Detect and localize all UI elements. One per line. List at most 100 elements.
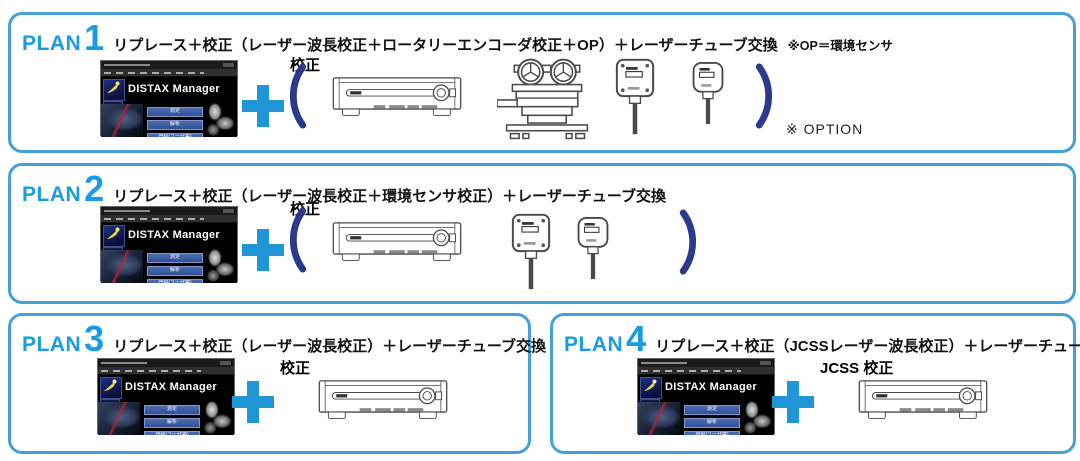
app-screenshot-slot: DISTAX Manager 測定 解析 登録(ユーザ等) (97, 358, 235, 435)
measure-button: 測定 (147, 253, 203, 263)
plan-1-header: PLAN 1 リプレース＋校正（レーザー波長校正＋ロータリーエンコーダ校正＋OP… (22, 20, 893, 56)
machine-photo-right (200, 399, 234, 435)
machine-photo-left (98, 402, 140, 435)
environment-sensor-small-drawing (577, 216, 609, 280)
calibration-label: 校正 (280, 360, 311, 377)
laser-unit-drawing (332, 77, 462, 117)
window-menubar (101, 69, 237, 77)
app-main-area: DISTAX Manager 測定 解析 登録(ユーザ等) (638, 375, 774, 435)
close-paren-icon (753, 63, 779, 129)
plan-2-header: PLAN 2 リプレース＋校正（レーザー波長校正＋環境センサ校正）＋レーザーチュ… (22, 171, 666, 207)
analyze-button: 解析 (147, 266, 203, 276)
analyze-button: 解析 (147, 120, 203, 130)
plan-4-header: PLAN 4 リプレース＋校正（JCSSレーザー波長校正）＋レーザーチューブ交換 (564, 321, 1080, 357)
register-button: 登録(ユーザ等) (147, 279, 203, 283)
machine-photo-right (203, 247, 237, 283)
app-main-area: DISTAX Manager 測定 解析 登録(ユーザ等) (98, 375, 234, 435)
app-screenshot-slot: DISTAX Manager 測定 解析 登録(ユーザ等) (637, 358, 775, 435)
app-screenshot-slot: DISTAX Manager 測定 解析 登録(ユーザ等) (100, 60, 238, 137)
rotary-encoder-illustration (497, 57, 597, 141)
app-main-area: DISTAX Manager 測定 解析 登録(ユーザ等) (101, 77, 237, 137)
plan-number: 4 (626, 318, 647, 359)
distax-brand-title: DISTAX Manager (125, 381, 218, 393)
app-button-column: 測定 解析 登録(ユーザ等) (147, 107, 203, 137)
close-parenthesis (679, 209, 696, 275)
plan-4-card: PLAN 4 リプレース＋校正（JCSSレーザー波長校正）＋レーザーチューブ交換… (550, 313, 1080, 454)
window-menubar (638, 367, 774, 375)
plan-3-card: PLAN 3 リプレース＋校正（レーザー波長校正）＋レーザーチューブ交換 DIS… (8, 313, 546, 454)
plan-title: リプレース＋校正（レーザー波長校正＋ロータリーエンコーダ校正＋OP）＋レーザーチ… (113, 37, 778, 54)
open-paren-icon (283, 63, 309, 129)
plan-1-card: PLAN 1 リプレース＋校正（レーザー波長校正＋ロータリーエンコーダ校正＋OP… (8, 12, 1076, 153)
environment-sensor-drawing (511, 213, 551, 290)
machine-photo-right (740, 399, 774, 435)
distax-manager-screenshot: DISTAX Manager 測定 解析 登録(ユーザ等) (97, 358, 235, 435)
register-button: 登録(ユーザ等) (147, 133, 203, 137)
measure-button: 測定 (144, 405, 200, 415)
laser-unit-drawing (318, 380, 448, 420)
plan-number: 3 (84, 318, 105, 359)
app-button-column: 測定 解析 登録(ユーザ等) (147, 253, 203, 283)
distax-logo-icon (100, 377, 122, 399)
window-titlebar (101, 207, 237, 215)
analyze-button: 解析 (684, 418, 740, 428)
environment-sensor-drawing (615, 58, 655, 135)
plan-label: PLAN (564, 333, 624, 356)
distax-brand-title: DISTAX Manager (128, 83, 221, 95)
environment-sensor-illustration (615, 58, 655, 136)
plan-number: 1 (84, 17, 105, 58)
distax-brand-title: DISTAX Manager (128, 229, 221, 241)
open-parenthesis (290, 207, 307, 273)
plan-label: PLAN (22, 32, 82, 55)
machine-photo-left (638, 402, 680, 435)
plan-number: 2 (84, 168, 105, 209)
plus-icon (242, 229, 284, 271)
plan-title: リプレース＋校正（レーザー波長校正＋環境センサ校正）＋レーザーチューブ交換 (113, 188, 666, 205)
distax-logo-icon (103, 79, 125, 101)
laser-unit-illustration (332, 75, 462, 121)
environment-sensor-illustration (511, 213, 551, 291)
distax-logo-icon (103, 225, 125, 247)
environment-sensor-small-illustration (691, 61, 725, 126)
machine-photo-right (203, 101, 237, 137)
plan-title: リプレース＋校正（レーザー波長校正）＋レーザーチューブ交換 (113, 338, 546, 355)
window-titlebar (638, 359, 774, 367)
close-parenthesis (755, 63, 772, 129)
register-button: 登録(ユーザ等) (684, 431, 740, 435)
distax-brand-title: DISTAX Manager (665, 381, 758, 393)
machine-photo-left (101, 250, 143, 283)
plan-label: PLAN (22, 333, 82, 356)
app-main-area: DISTAX Manager 測定 解析 登録(ユーザ等) (101, 223, 237, 283)
open-paren-icon (283, 207, 309, 273)
distax-logo-icon (640, 377, 662, 399)
laser-unit-drawing (332, 222, 462, 262)
option-note: ※ OPTION (786, 121, 864, 137)
register-button: 登録(ユーザ等) (144, 431, 200, 435)
measure-button: 測定 (147, 107, 203, 117)
plan-label: PLAN (22, 183, 82, 206)
close-paren-icon (677, 209, 703, 275)
window-menubar (98, 367, 234, 375)
distax-manager-screenshot: DISTAX Manager 測定 解析 登録(ユーザ等) (637, 358, 775, 435)
open-parenthesis (290, 63, 307, 129)
app-button-column: 測定 解析 登録(ユーザ等) (144, 405, 200, 435)
laser-unit-illustration (318, 378, 448, 424)
laser-unit-illustration (332, 220, 462, 266)
plus-icon (772, 381, 814, 423)
window-titlebar (98, 359, 234, 367)
app-screenshot-slot: DISTAX Manager 測定 解析 登録(ユーザ等) (100, 206, 238, 283)
laser-unit-drawing (858, 380, 988, 420)
environment-sensor-small-illustration (576, 216, 610, 281)
window-titlebar (101, 61, 237, 69)
environment-sensor-small-drawing (692, 61, 724, 125)
window-menubar (101, 215, 237, 223)
machine-photo-left (101, 104, 143, 137)
calibration-label: JCSS 校正 (820, 360, 894, 377)
plan-2-card: PLAN 2 リプレース＋校正（レーザー波長校正＋環境センサ校正）＋レーザーチュ… (8, 163, 1076, 304)
plus-icon (242, 85, 284, 127)
distax-manager-screenshot: DISTAX Manager 測定 解析 登録(ユーザ等) (100, 60, 238, 137)
plan-title: リプレース＋校正（JCSSレーザー波長校正）＋レーザーチューブ交換 (655, 338, 1080, 355)
distax-manager-screenshot: DISTAX Manager 測定 解析 登録(ユーザ等) (100, 206, 238, 283)
plan-3-header: PLAN 3 リプレース＋校正（レーザー波長校正）＋レーザーチューブ交換 (22, 321, 546, 357)
